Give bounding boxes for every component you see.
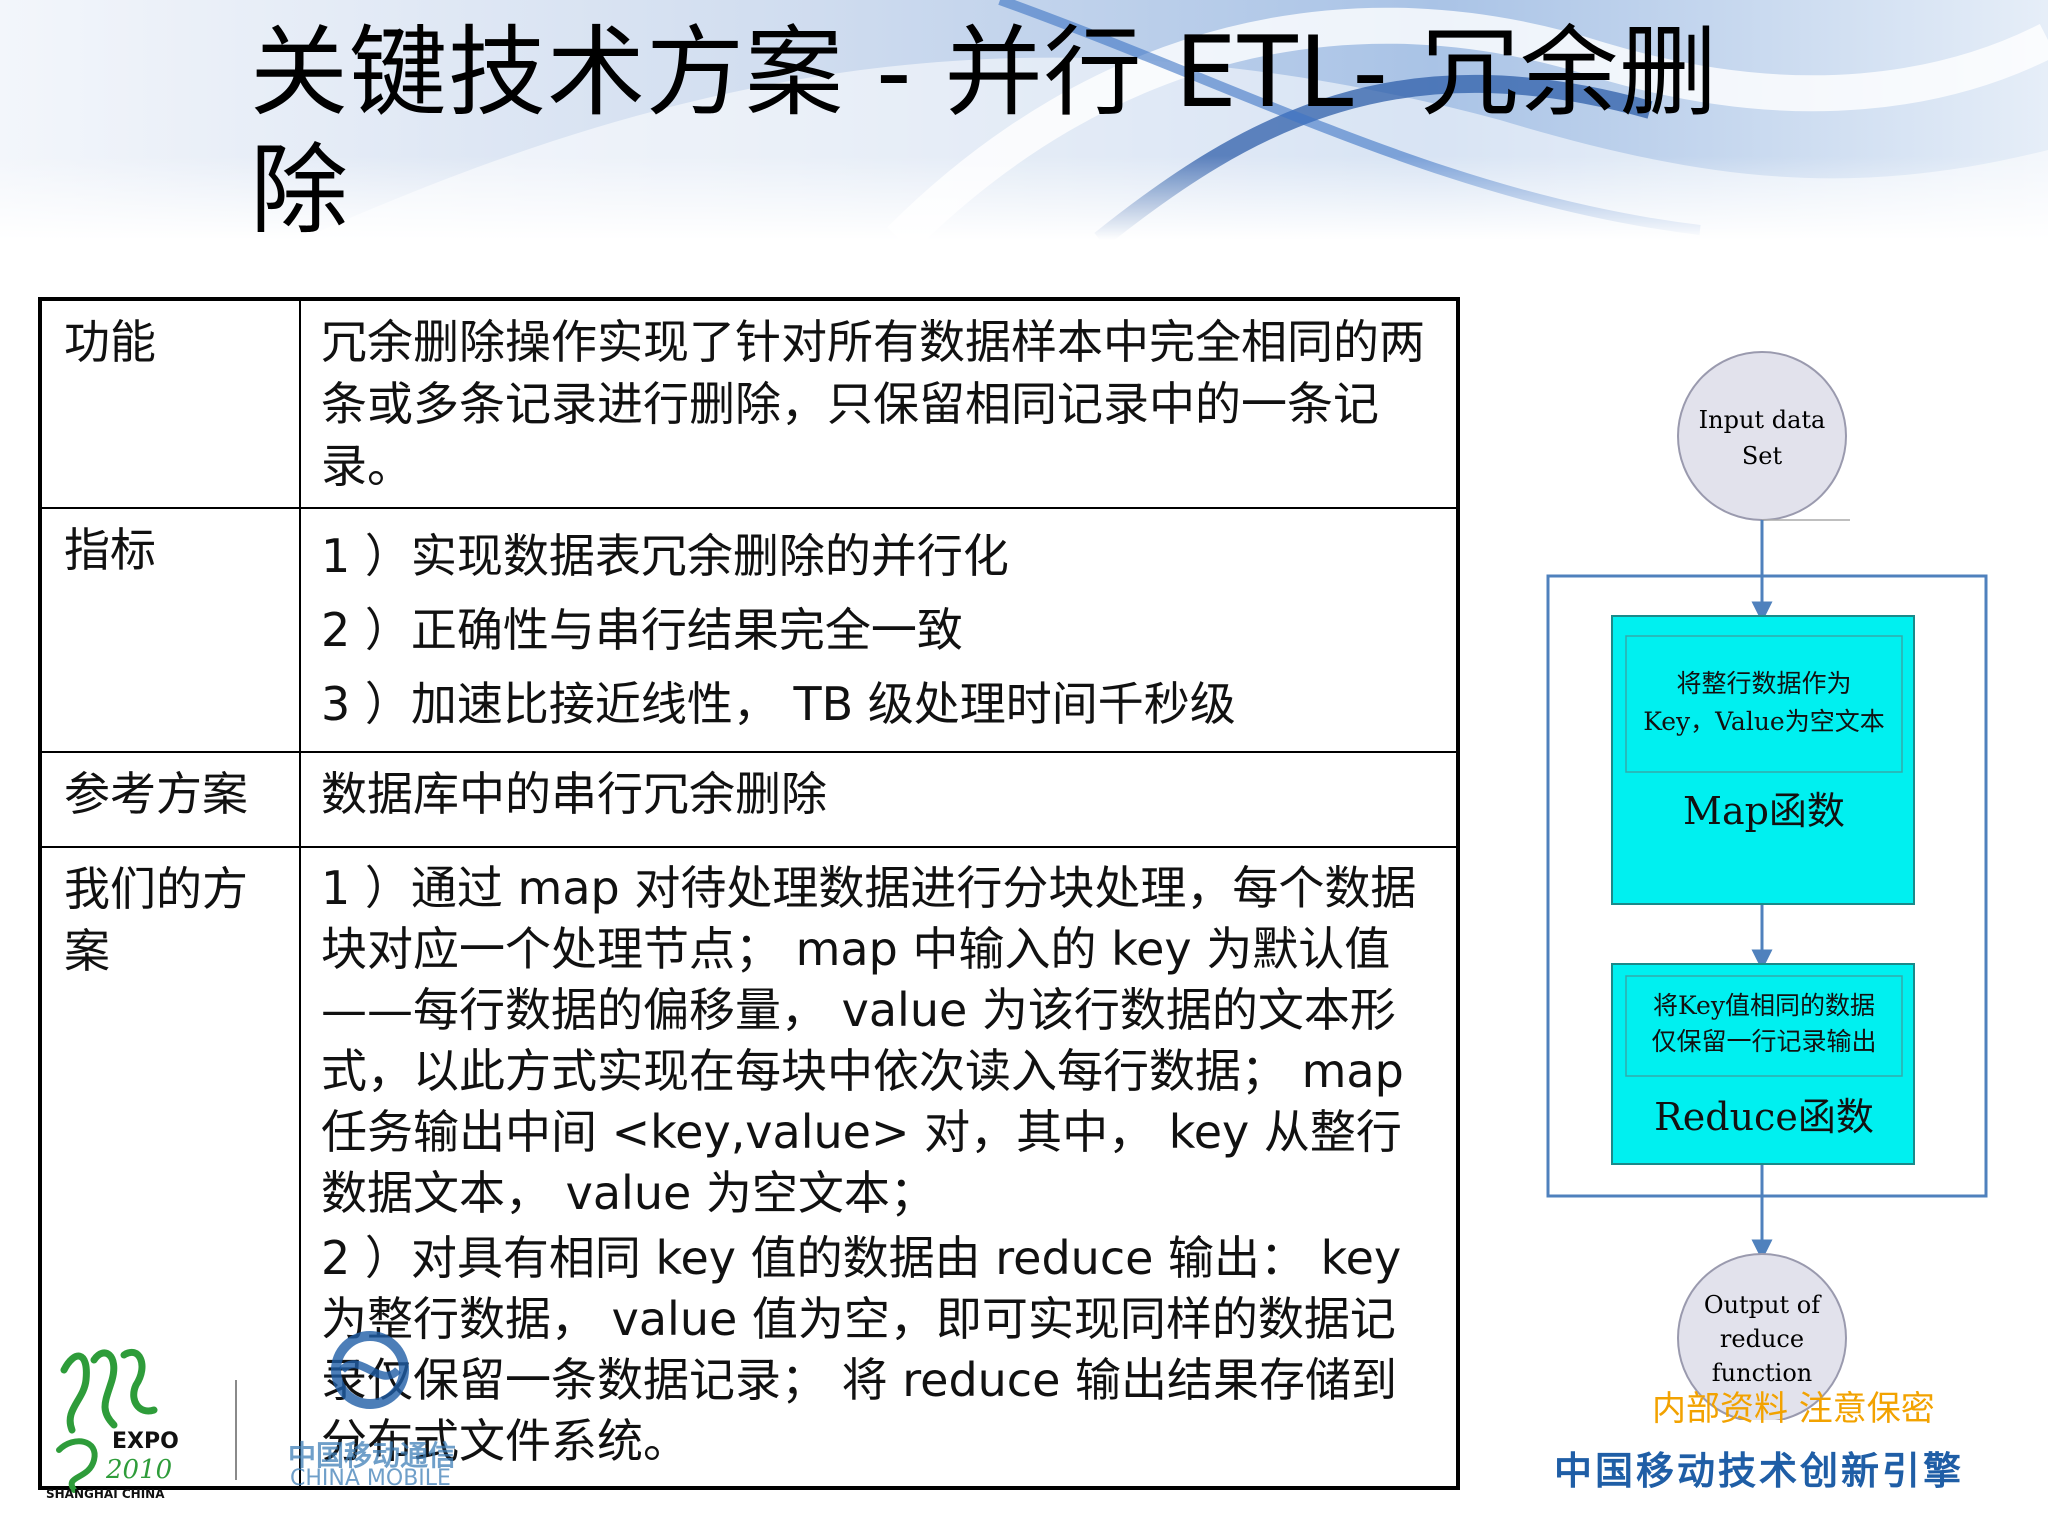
row-content-metric: 1 ）实现数据表冗余删除的并行化 2 ）正确性与串行结果完全一致 3 ）加速比接… <box>299 507 1459 753</box>
input-label-line2: Set <box>1742 442 1783 470</box>
reduce-function-label: Reduce函数 <box>1654 1095 1874 1139</box>
header-banner <box>0 0 2048 240</box>
input-node <box>1677 351 1847 521</box>
output-label-line2: reduce <box>1720 1325 1804 1353</box>
row-content-our-solution: 1 ）通过 map 对待处理数据进行分块处理，每个数据块对应一个处理节点； ma… <box>299 846 1459 1489</box>
map-desc-box <box>1625 635 1903 773</box>
input-label-line1: Input data <box>1699 406 1826 434</box>
expo-year: 2010 <box>105 1455 172 1485</box>
output-node <box>1677 1253 1847 1420</box>
reduce-desc-box <box>1625 975 1903 1077</box>
solution-paragraph: 1 ）通过 map 对待处理数据进行分块处理，每个数据块对应一个处理节点； ma… <box>321 861 1417 1220</box>
page-title: 关键技术方案 - 并行 ETL- 冗余删除 <box>250 16 1718 248</box>
map-desc-line2: Key，Value为空文本 <box>1643 707 1884 736</box>
reduce-desc-line2: 仅保留一行记录输出 <box>1651 1027 1876 1056</box>
logo-divider <box>235 1380 237 1480</box>
map-function-label: Map函数 <box>1683 789 1845 833</box>
reduce-desc-line1: 将Key值相同的数据 <box>1653 991 1875 1020</box>
expo-label: EXPO <box>112 1429 179 1454</box>
expo-2010-logo: EXPO 2010 SHANGHAI CHINA <box>46 1348 179 1500</box>
table-row: 参考方案 数据库中的串行冗余删除 <box>39 751 1459 848</box>
row-label-metric: 指标 <box>39 507 301 753</box>
map-desc-line1: 将整行数据作为 <box>1676 669 1851 698</box>
process-frame <box>1546 574 1988 1198</box>
metric-item: 2 ）正确性与串行结果完全一致 <box>321 603 963 657</box>
row-label-reference: 参考方案 <box>39 751 301 848</box>
china-mobile-en: CHINA MOBILE <box>290 1466 451 1491</box>
output-label-line3: function <box>1712 1359 1812 1387</box>
confidential-notice: 内部资料 注意保密 <box>1652 1389 1935 1429</box>
row-content-function: 冗余删除操作实现了针对所有数据样本中完全相同的两条或多条记录进行删除，只保留相同… <box>299 298 1459 509</box>
solution-paragraph: 2 ）对具有相同 key 值的数据由 reduce 输出： key 为整行数据，… <box>321 1231 1402 1468</box>
output-label-line1: Output of <box>1704 1291 1822 1319</box>
table-row: 我们的方案 1 ）通过 map 对待处理数据进行分块处理，每个数据块对应一个处理… <box>39 846 1459 1489</box>
row-label-function: 功能 <box>39 298 301 509</box>
innovation-engine-slogan: 中国移动技术创新引擎 <box>1554 1449 1965 1493</box>
row-content-reference: 数据库中的串行冗余删除 <box>299 751 1459 848</box>
mapreduce-flow-diagram: Input data Set 将整行数据作为 Key，Value为空文本 Map… <box>1546 351 1988 1420</box>
expo-city: SHANGHAI CHINA <box>46 1487 165 1500</box>
china-mobile-cn: 中国移动通信 <box>288 1439 457 1472</box>
metric-item: 1 ）实现数据表冗余删除的并行化 <box>321 529 1009 583</box>
china-mobile-logo <box>331 1331 409 1409</box>
table-row: 功能 冗余删除操作实现了针对所有数据样本中完全相同的两条或多条记录进行删除，只保… <box>39 298 1459 509</box>
spec-table: 功能 冗余删除操作实现了针对所有数据样本中完全相同的两条或多条记录进行删除，只保… <box>38 297 1460 1490</box>
table-row: 指标 1 ）实现数据表冗余删除的并行化 2 ）正确性与串行结果完全一致 3 ）加… <box>39 507 1459 753</box>
metric-item: 3 ）加速比接近线性， TB 级处理时间千秒级 <box>321 677 1236 731</box>
